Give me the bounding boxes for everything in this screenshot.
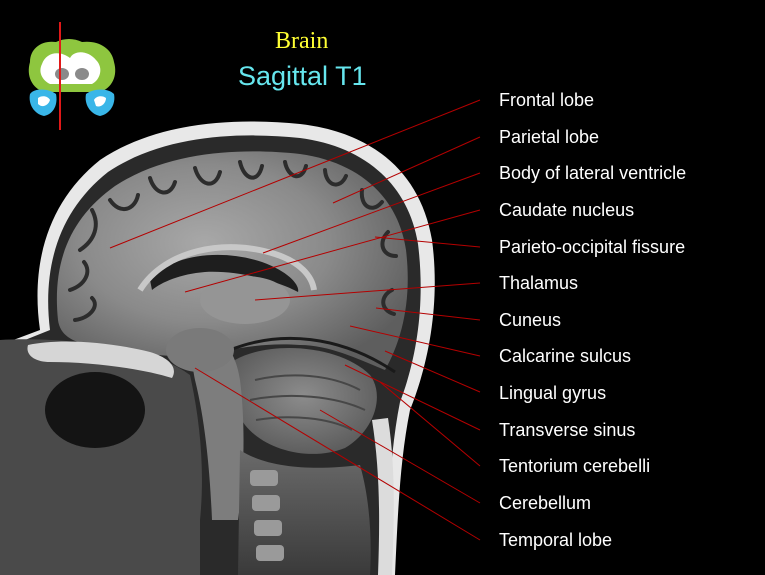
label-frontal-lobe: Frontal lobe: [499, 90, 595, 110]
mri-image: [0, 121, 435, 575]
leader-line-caudate-nucleus: [184, 209, 481, 293]
leader-line-parietal-lobe: [332, 136, 481, 204]
label-tentorium-cerebelli: Tentorium cerebelli: [499, 456, 651, 476]
figure-title: Brain: [275, 28, 329, 54]
label-transverse-sinus: Transverse sinus: [499, 420, 636, 440]
thalamus-region: [200, 276, 290, 324]
posterior-neck-skin: [372, 418, 394, 575]
locator-nucleus-left: [55, 68, 69, 80]
label-parieto-occipital-fissure: Parieto-occipital fissure: [499, 237, 686, 257]
brainstem: [191, 330, 244, 520]
leader-line-thalamus: [254, 282, 481, 301]
temporal-lobe-region: [166, 328, 234, 372]
leader-line-temporal-lobe: [194, 367, 481, 541]
corpus-callosum: [137, 244, 317, 292]
vertebrae: [250, 470, 284, 561]
leader-line-transverse-sinus: [344, 364, 481, 431]
cerebellum: [230, 348, 377, 454]
label-cerebellum: Cerebellum: [499, 493, 592, 513]
label-body-of-lateral-ventricle: Body of lateral ventricle: [499, 163, 687, 183]
gyri-pattern: [68, 160, 398, 322]
leader-line-tentorium-cerebelli: [379, 381, 481, 467]
leader-line-frontal-lobe: [109, 99, 481, 249]
leader-line-parieto-occipital-fissure: [374, 236, 481, 248]
leader-lines: [109, 99, 481, 541]
leader-line-lingual-gyrus: [384, 350, 481, 393]
label-calcarine-sulcus: Calcarine sulcus: [499, 346, 632, 366]
lateral-ventricle: [150, 254, 299, 292]
label-lingual-gyrus: Lingual gyrus: [499, 383, 607, 403]
leader-line-cuneus: [375, 307, 481, 321]
label-parietal-lobe: Parietal lobe: [499, 127, 600, 147]
label-cuneus: Cuneus: [499, 310, 562, 330]
locator-nucleus-right: [75, 68, 89, 80]
leader-line-cerebellum: [319, 409, 481, 504]
coronal-locator-icon: [28, 22, 116, 130]
label-caudate-nucleus: Caudate nucleus: [499, 200, 635, 220]
leader-line-calcarine-sulcus: [349, 325, 481, 357]
label-thalamus: Thalamus: [499, 273, 579, 293]
figure-subtitle: Sagittal T1: [238, 61, 367, 91]
locator-inner-white-right: [94, 96, 106, 107]
label-temporal-lobe: Temporal lobe: [499, 530, 613, 550]
leader-line-body-of-lateral-ventricle: [262, 172, 481, 254]
locator-inner-white-left: [38, 96, 50, 107]
facial-bright-tissue: [27, 341, 174, 378]
cerebellar-folia: [249, 374, 366, 431]
orbit: [45, 372, 145, 448]
tentorium: [229, 336, 396, 374]
